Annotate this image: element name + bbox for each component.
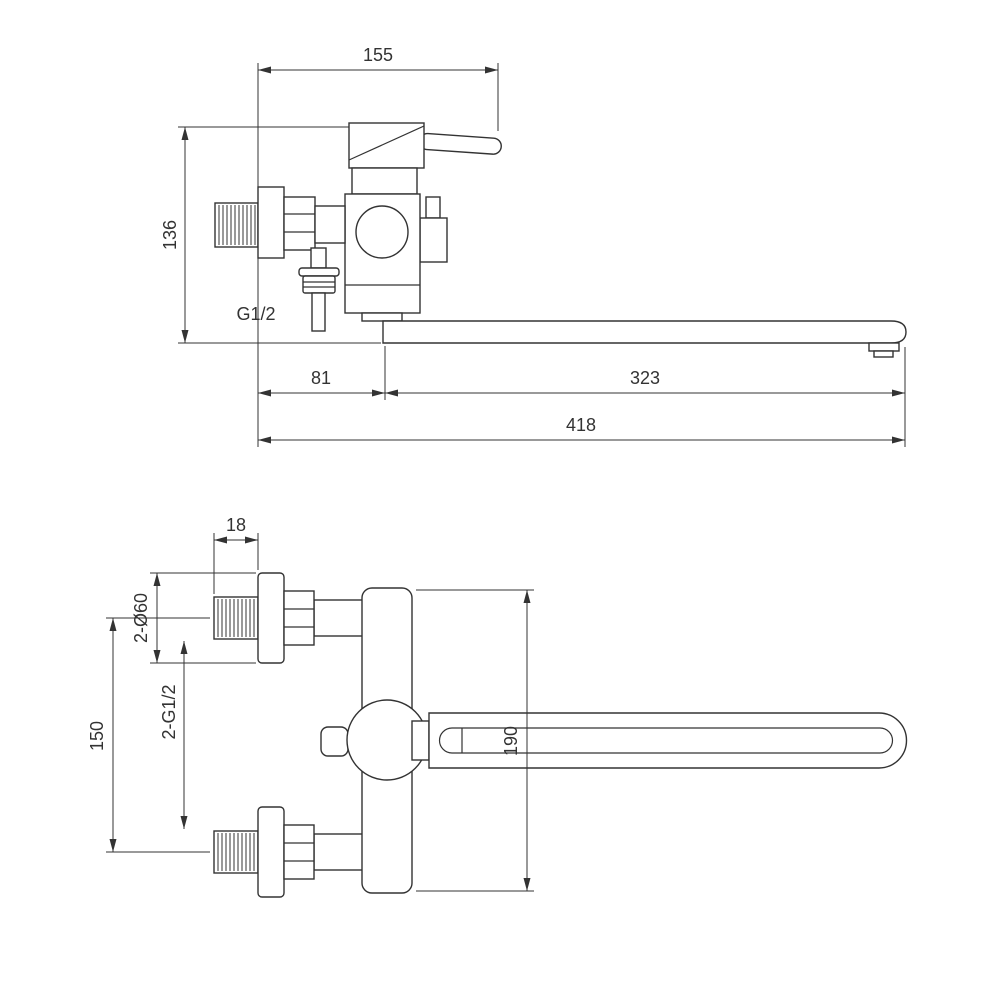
flange-top [257,572,285,664]
callout-g12-label: 2-G1/2 [159,684,179,739]
thread-hatching [218,205,256,245]
dim-190-extension-lines [416,589,534,892]
dim-18-label: 18 [226,515,246,535]
dim-body-length: 190 [416,589,534,892]
hose-outlet [311,292,326,332]
thread-pipe-top [213,596,259,640]
front-view: 18 2-Ø60 2-G1/2 150 190 [87,515,908,898]
aerator [873,350,894,358]
flange-bottom [257,806,285,898]
spout-side [382,320,907,344]
thread-hatching-top [217,599,255,637]
spout-nut [361,312,403,322]
hex-nut-facets-bottom [284,842,314,862]
diverter-knob [302,275,336,294]
dim-190-label: 190 [501,726,521,756]
connector-pipe-top [313,599,365,637]
handle-cone-line [348,125,425,161]
side-view: 155 136 G1/2 81 323 418 [160,45,907,447]
dim-323-label: 323 [630,368,660,388]
hex-nut-top [283,590,315,646]
dim-spout-reach: 323 [385,347,906,447]
wall-thread-label: G1/2 [236,304,275,324]
diverter-cap [298,267,340,277]
diverter-stem [310,247,327,269]
dim-418-label: 418 [566,415,596,435]
handle-lever [418,132,502,155]
spout-front-outer [428,712,908,769]
body-neck [351,167,418,195]
dim-155-label: 155 [363,45,393,65]
hex-nut [283,196,316,251]
callout-connection-thread: 2-G1/2 [159,641,188,829]
dim-81-label: 81 [311,368,331,388]
dim-136-label: 136 [160,220,180,250]
dim-body-height: 136 [160,126,381,344]
dim-150-extension-lines [106,617,210,853]
connector-pipe [314,205,346,244]
wall-thread-pipe [214,202,259,248]
diverter-ribs [303,281,335,288]
aerator-housing [868,342,900,352]
shower-outlet [419,217,448,263]
dim-d60-extension-lines [150,572,256,664]
dim-mounting-distance: 150 [87,617,210,853]
hex-nut-facets [284,213,315,233]
hex-nut-facets-top [284,608,314,628]
top-wall-connector [213,572,365,664]
dim-18-extension-lines [213,533,259,594]
shower-outlet-stub [425,196,441,219]
spout-connector-front [411,720,430,761]
dim-total-reach: 418 [258,415,905,444]
dim-136-extension-lines [178,126,381,344]
hex-nut-bottom [283,824,315,880]
thread-hatching-bottom [217,833,255,871]
diverter-knob-front [320,726,349,757]
connector-pipe-bottom [313,833,365,871]
dim-150-label: 150 [87,721,107,751]
thread-pipe-bottom [213,830,259,874]
dim-thread-length: 18 [213,515,259,594]
wall-flange [257,186,285,259]
dim-body-offset: 81 [258,346,386,400]
bottom-wall-connector [213,806,365,898]
cartridge-circle [355,205,409,259]
handle-base [348,122,425,169]
spout-front-inner-tube [438,727,894,754]
